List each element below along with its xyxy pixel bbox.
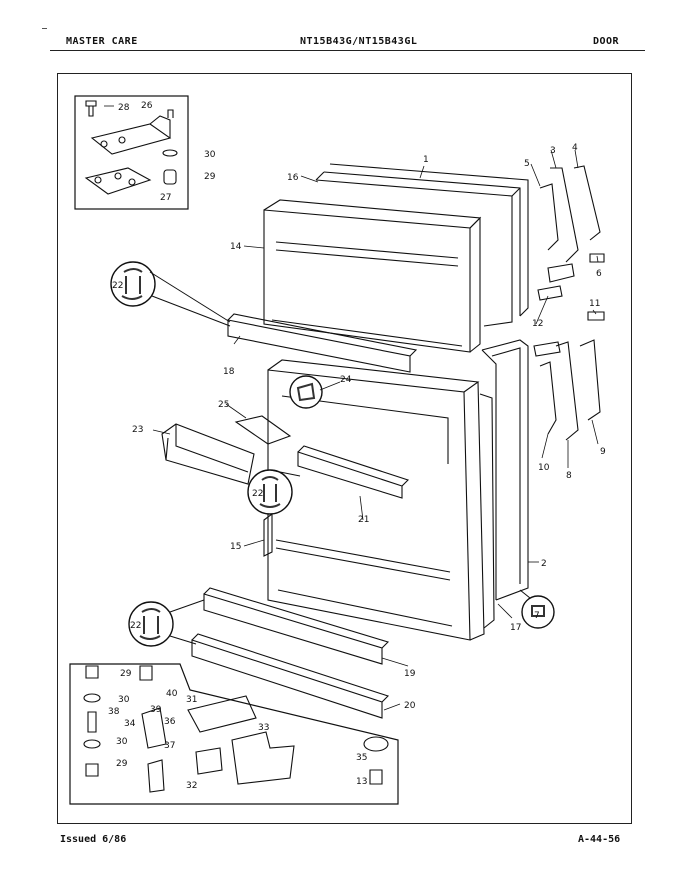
lower-shelf-bars (191, 587, 390, 719)
callout-1: 1 (423, 155, 429, 165)
dairy-door (161, 423, 255, 485)
callout-29-inset-b: 29 (116, 759, 128, 769)
callout-13: 13 (356, 777, 367, 787)
callout-37: 37 (164, 741, 175, 751)
shelf-retainer-bar (297, 451, 403, 499)
magnifier-lines (149, 271, 531, 645)
callout-22-top: 22 (112, 281, 123, 291)
callout-30-inset-a: 30 (118, 695, 130, 705)
freezer-shelf-bar (227, 313, 418, 373)
callout-14: 14 (230, 242, 242, 252)
dairy-handle (234, 415, 292, 445)
callout-38: 38 (108, 707, 120, 717)
fastener-detail-24 (289, 375, 323, 409)
magnifier-contents (121, 268, 545, 640)
shelf-retainer-top (297, 445, 410, 487)
callout-9: 9 (600, 447, 606, 457)
callout-23: 23 (132, 425, 143, 435)
callout-40: 40 (166, 689, 178, 699)
callout-32: 32 (186, 781, 197, 791)
callout-28: 28 (118, 103, 130, 113)
callout-8: 8 (566, 471, 572, 481)
magnifier-callouts (110, 261, 555, 647)
callout-18: 18 (223, 367, 235, 377)
callout-11: 11 (589, 299, 600, 309)
fresh-food-door-outer (481, 339, 529, 601)
freezer-door-outer (315, 163, 529, 327)
callout-5: 5 (524, 159, 530, 169)
callout-36: 36 (164, 717, 176, 727)
page-code: A-44-56 (578, 834, 621, 845)
callout-22-middle: 22 (252, 489, 263, 499)
leader-lines (104, 105, 599, 711)
door-gasket (479, 393, 495, 629)
callout-26: 26 (141, 101, 153, 111)
part-callouts: 1 2 3 4 5 6 7 8 9 10 11 12 13 14 15 16 1… (108, 101, 606, 791)
callout-4: 4 (572, 143, 578, 153)
freezer-door-liner (263, 199, 482, 353)
callout-29-inset-a: 29 (120, 669, 132, 679)
fresh-food-door-liner (263, 359, 485, 641)
scan-mark (42, 28, 47, 29)
callout-19: 19 (404, 669, 416, 679)
callout-24: 24 (340, 375, 352, 385)
section-title: DOOR (593, 36, 620, 47)
callout-27: 27 (160, 193, 171, 203)
lower-hinge-parts (533, 339, 601, 441)
callout-30-top: 30 (204, 150, 216, 160)
callout-39: 39 (150, 705, 162, 715)
bottom-hinge-inset (69, 663, 399, 805)
callout-29-top: 29 (204, 172, 216, 182)
brand-label: MASTER CARE (66, 36, 138, 47)
callout-6: 6 (596, 269, 602, 279)
gasket-detail-top (110, 261, 156, 307)
callout-7: 7 (534, 611, 540, 621)
callout-21: 21 (358, 515, 369, 525)
issue-date: Issued 6/86 (60, 834, 127, 845)
callout-25: 25 (218, 400, 229, 410)
callout-20: 20 (404, 701, 416, 711)
diagram-frame (57, 73, 632, 824)
callout-12: 12 (532, 319, 543, 329)
callout-3: 3 (550, 146, 556, 156)
callout-34: 34 (124, 719, 136, 729)
top-hinge-inset (74, 95, 189, 210)
callout-35: 35 (356, 753, 367, 763)
callout-16: 16 (287, 173, 299, 183)
fastener-detail-7 (521, 595, 555, 629)
callout-22-bottom: 22 (130, 621, 141, 631)
callout-30-inset-b: 30 (116, 737, 128, 747)
header-rule (50, 50, 645, 51)
callout-17: 17 (510, 623, 521, 633)
callout-15: 15 (230, 542, 241, 552)
gasket-detail-bottom (128, 601, 174, 647)
callout-31: 31 (186, 695, 197, 705)
callout-2: 2 (541, 559, 547, 569)
callout-33: 33 (258, 723, 269, 733)
callout-10: 10 (538, 463, 550, 473)
model-number: NT15B43G/NT15B43GL (300, 36, 418, 47)
